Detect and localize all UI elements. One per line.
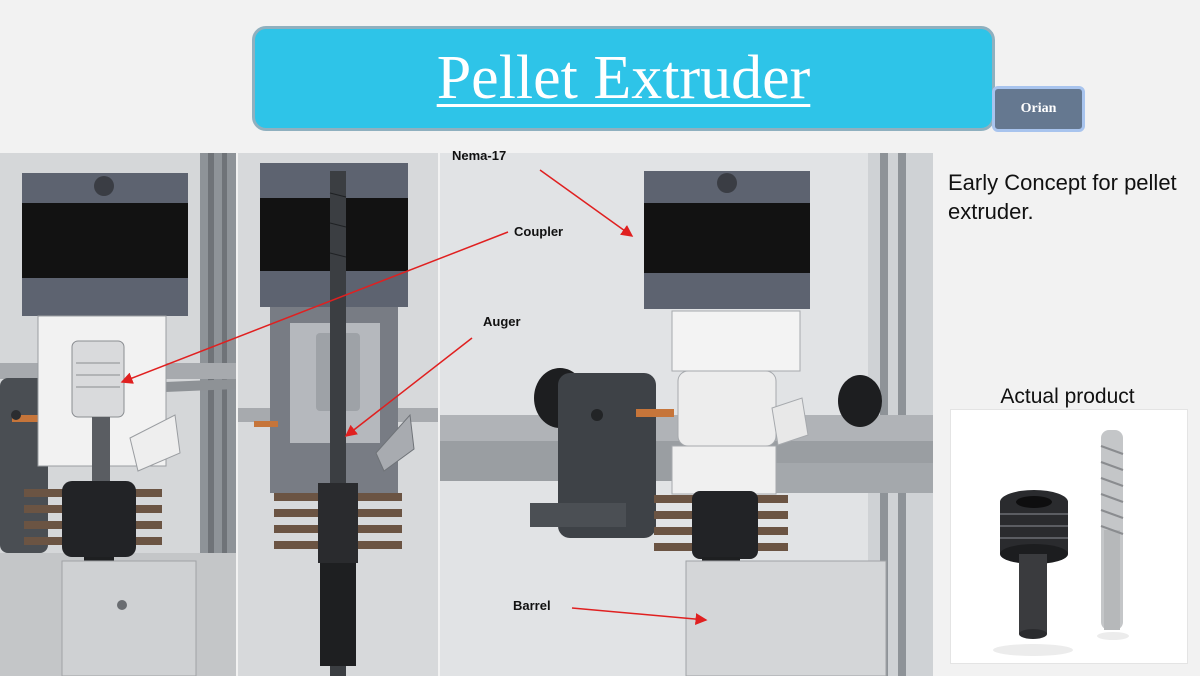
actual-product-photo <box>950 409 1188 664</box>
cad-section-view-middle <box>238 153 438 676</box>
nema-17-label: Nema-17 <box>452 148 507 163</box>
title-banner: Pellet Extruder <box>252 26 995 131</box>
author-badge: Orian <box>992 86 1085 132</box>
concept-description: Early Concept for pellet extruder. <box>948 170 1177 224</box>
cad-section-view-left <box>0 153 236 676</box>
slide-title: Pellet Extruder <box>436 44 811 112</box>
product-heading: Actual product <box>1000 385 1135 408</box>
auger-label: Auger <box>483 314 521 329</box>
cad-assembly-view <box>440 153 933 676</box>
barrel-label: Barrel <box>513 598 551 613</box>
coupler-label: Coupler <box>514 224 564 239</box>
